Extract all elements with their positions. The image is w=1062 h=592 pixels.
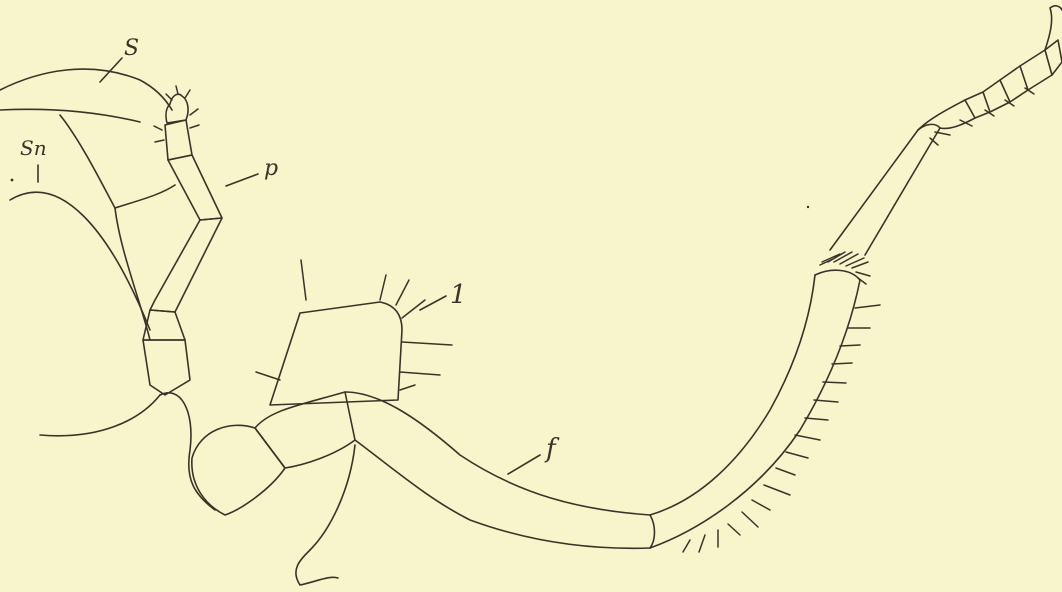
segment-one-bristle bbox=[301, 260, 306, 300]
palp-segment-1 bbox=[143, 340, 190, 395]
palp-bristle bbox=[166, 94, 172, 100]
head-divider-a bbox=[60, 115, 115, 208]
head-inner-contour bbox=[0, 109, 140, 122]
leader-p bbox=[226, 174, 258, 186]
basal-lobe-outline bbox=[160, 393, 215, 510]
distal-segment-6 bbox=[1020, 50, 1052, 90]
shaft-bristle bbox=[764, 485, 790, 495]
shaft-bristle bbox=[814, 400, 838, 402]
stray-dot bbox=[11, 179, 14, 182]
label-leaders bbox=[38, 58, 540, 474]
shaft-lower-edge bbox=[650, 280, 860, 548]
stray-dot bbox=[807, 206, 809, 208]
shaft-bristle bbox=[776, 468, 795, 475]
shaft-bristle bbox=[742, 512, 758, 527]
segment-one-bristle bbox=[400, 372, 440, 375]
shaft-bristle bbox=[728, 524, 740, 535]
flagellum-end-joint bbox=[650, 515, 655, 548]
head-lower-contour bbox=[10, 192, 150, 330]
shaft-top-joint bbox=[815, 270, 860, 280]
shaft-bristles bbox=[683, 305, 880, 552]
shaft-bristle bbox=[855, 305, 880, 308]
shaft-upper-edge bbox=[650, 275, 815, 515]
label-f: f bbox=[546, 436, 556, 462]
tuft-hairs bbox=[820, 252, 870, 284]
shaft-bristle bbox=[840, 345, 860, 346]
flagellum-upper-edge bbox=[345, 392, 650, 515]
label-p: p bbox=[264, 158, 278, 180]
distal-segment-4 bbox=[983, 80, 1010, 112]
head-upper-contour bbox=[0, 69, 172, 110]
segment-one bbox=[256, 260, 452, 405]
segment-one-bristle bbox=[256, 372, 280, 380]
palp-bristle bbox=[190, 125, 199, 128]
shaft-bristle bbox=[805, 418, 828, 420]
palp-segment-3 bbox=[150, 218, 222, 312]
flagellum bbox=[345, 270, 860, 548]
shaft-bristle bbox=[786, 452, 808, 458]
palp-bristle bbox=[176, 86, 178, 94]
segment-one-bristle bbox=[380, 275, 386, 300]
palp-segment-5 bbox=[165, 120, 192, 160]
leader-f bbox=[508, 455, 540, 474]
head-divider-c bbox=[115, 208, 150, 340]
head-divider-b bbox=[115, 185, 175, 208]
flagellum-lower-edge bbox=[355, 440, 650, 548]
brush-tuft bbox=[820, 252, 870, 284]
lower-flap bbox=[296, 445, 355, 585]
label-1: 1 bbox=[450, 282, 467, 308]
shaft-bristle bbox=[683, 540, 690, 552]
distal-flagellum bbox=[830, 6, 1062, 255]
palp-bristle bbox=[190, 109, 198, 115]
leader-1 bbox=[420, 296, 446, 310]
palp-bristle bbox=[185, 90, 190, 98]
segment-one-bristle bbox=[402, 342, 452, 345]
label-sn: Sn bbox=[20, 138, 47, 158]
shaft-bristle bbox=[832, 363, 852, 364]
palp-segment-4 bbox=[168, 155, 222, 220]
shaft-bristle bbox=[795, 435, 820, 440]
label-s: S bbox=[124, 38, 139, 60]
basal-segment bbox=[192, 425, 285, 515]
palp bbox=[143, 86, 222, 395]
shaft-bristle bbox=[752, 500, 770, 510]
distal-segment-1 bbox=[830, 124, 940, 255]
segment-one-bristle bbox=[400, 385, 415, 390]
segment-one-bristle bbox=[396, 280, 409, 305]
shaft-bristle bbox=[699, 535, 705, 552]
distal-segment-3 bbox=[965, 92, 990, 118]
segment-one-outline bbox=[270, 302, 402, 405]
head-base-contour bbox=[40, 395, 160, 436]
shaft-bristle bbox=[823, 382, 846, 383]
palp-bristle bbox=[154, 126, 162, 130]
basal-lobe bbox=[160, 392, 355, 585]
palp-bristle bbox=[155, 140, 164, 142]
distal-segment-5 bbox=[1000, 66, 1028, 102]
